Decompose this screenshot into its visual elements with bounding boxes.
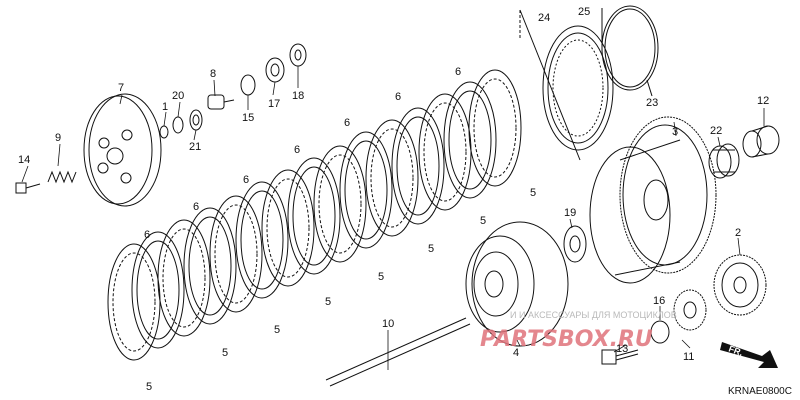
- callout-5: 5: [146, 381, 152, 393]
- callout-14: 14: [18, 154, 30, 166]
- callout-11: 11: [683, 351, 694, 363]
- part-11-washer: [650, 320, 670, 344]
- callout-4: 4: [513, 347, 519, 359]
- front-direction-label: FR.: [727, 343, 744, 357]
- callout-22: 22: [710, 125, 722, 137]
- callout-19: 19: [564, 207, 576, 219]
- part-2-oil-pump-gear: [713, 254, 767, 316]
- callout-15: 15: [242, 112, 254, 124]
- callout-labels: 24 25 23 6 6 6 6 6 6 6 5 5 5 5 5 5 5 5 7…: [18, 6, 769, 393]
- part-20-washer: [172, 116, 184, 134]
- leader-23: [646, 79, 653, 97]
- callout-6: 6: [455, 66, 461, 78]
- part-24-friction-disc: [542, 25, 614, 151]
- callout-20: 20: [172, 90, 184, 102]
- callout-8: 8: [210, 68, 216, 80]
- part-21-bearing: [189, 109, 203, 131]
- callout-16: 16: [653, 295, 665, 307]
- part-9-clutch-spring: [47, 170, 77, 184]
- callout-9: 9: [55, 132, 61, 144]
- callout-6: 6: [344, 117, 350, 129]
- callout-7: 7: [118, 82, 124, 94]
- callout-2: 2: [735, 227, 741, 239]
- leader-lines: [21, 66, 765, 370]
- part-17-lock-washer: [265, 57, 285, 83]
- part-13-bolt: [601, 349, 639, 365]
- clutch-plate-stack: [107, 69, 522, 361]
- callout-5: 5: [222, 347, 228, 359]
- leader-axis: [519, 9, 581, 161]
- part-19-thrust-washer: [563, 225, 587, 263]
- callout-5: 5: [378, 271, 384, 283]
- part-8-lifter-rod: [207, 94, 235, 110]
- callout-6: 6: [193, 201, 199, 213]
- part-22-needle-bearing: [708, 143, 740, 179]
- callout-24: 24: [538, 12, 550, 24]
- part-3-clutch-outer: [589, 116, 717, 284]
- watermark-text: И И АКСЕССУАРЫ ДЛЯ МОТОЦИКЛОВ: [510, 310, 677, 320]
- callout-21: 21: [189, 141, 201, 153]
- front-direction-arrow: FR.: [720, 342, 778, 368]
- callout-10: 10: [382, 318, 394, 330]
- callout-6: 6: [294, 144, 300, 156]
- callout-23: 23: [646, 97, 658, 109]
- part-15-nut: [240, 74, 256, 96]
- part-1-bearing: [159, 125, 169, 139]
- diagram-code: KRNAE0800C: [728, 386, 792, 397]
- callout-1: 1: [162, 101, 168, 113]
- callout-17: 17: [268, 98, 280, 110]
- callout-6: 6: [395, 91, 401, 103]
- part-10-push-rod: [325, 317, 471, 387]
- part-7-pressure-plate: [83, 93, 162, 207]
- callout-25: 25: [578, 6, 590, 18]
- callout-3: 3: [672, 126, 678, 138]
- part-12-collar: [742, 125, 780, 158]
- callout-6: 6: [243, 174, 249, 186]
- callout-12: 12: [757, 95, 769, 107]
- part-16-gear: [673, 289, 707, 331]
- callout-5: 5: [480, 215, 486, 227]
- callout-5: 5: [274, 324, 280, 336]
- part-25-wire-ring: [601, 5, 659, 91]
- callout-5: 5: [428, 243, 434, 255]
- callout-18: 18: [292, 90, 304, 102]
- part-18-washer: [289, 43, 307, 67]
- callout-5: 5: [530, 187, 536, 199]
- part-14-bolt: [15, 182, 41, 194]
- callout-6: 6: [144, 229, 150, 241]
- watermark-logo: PARTSBOX.RU: [480, 327, 653, 352]
- callout-13: 13: [616, 343, 628, 355]
- callout-5: 5: [325, 296, 331, 308]
